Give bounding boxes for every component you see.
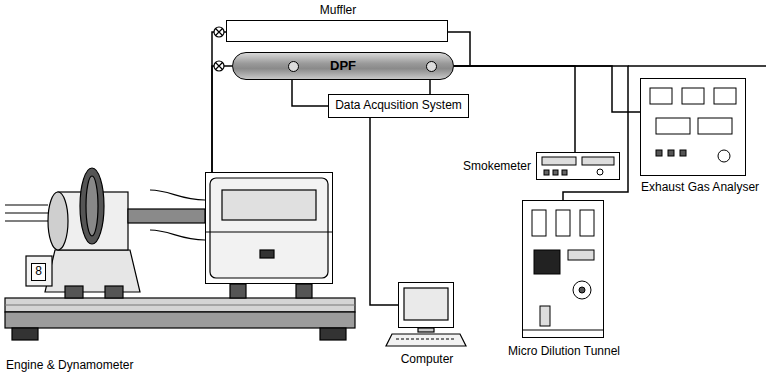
- pipe-connector: [454, 66, 628, 200]
- gas-analyser: Exhaust Gas Analyser: [640, 78, 746, 176]
- device-label: Muffler: [320, 4, 356, 18]
- daq-box: Data Acqusition System: [328, 94, 469, 118]
- node-label: Data Acqusition System: [335, 99, 462, 113]
- muffler-box: Muffler: [226, 20, 448, 42]
- tail-pipe: [448, 32, 766, 66]
- dpf-cylinder: DPF: [232, 52, 454, 80]
- display-digit: 8: [31, 263, 46, 281]
- smokemeter: Smokemeter: [536, 152, 620, 180]
- computer-monitor: Computer: [398, 282, 454, 328]
- valve-symbol: [214, 27, 224, 37]
- pipe-connector: [454, 66, 575, 152]
- pipe-connector: [454, 66, 640, 112]
- device-label: Smokemeter: [463, 160, 531, 174]
- engine: [150, 178, 333, 298]
- analyser-panel: [650, 88, 736, 162]
- pressure-sensor: [426, 61, 437, 72]
- device-label: Exhaust Gas Analyser: [641, 181, 759, 195]
- dynamometer: [5, 168, 205, 298]
- valve-symbol: [214, 61, 224, 71]
- test-bed: [5, 298, 355, 340]
- device-label: Engine & Dynamometer: [6, 359, 133, 373]
- engine-block: Engine & Dynamometer: [205, 172, 333, 284]
- pipe-connector: [370, 118, 398, 305]
- pressure-sensor: [288, 61, 299, 72]
- device-label: Computer: [401, 353, 454, 367]
- node-label: DPF: [330, 59, 356, 74]
- pipe-connector: [212, 66, 232, 172]
- pipe-connector: [429, 80, 431, 94]
- device-label: Micro Dilution Tunnel: [508, 345, 620, 359]
- pipe-connector: [212, 32, 226, 172]
- dilution-tunnel: Micro Dilution Tunnel: [522, 200, 604, 338]
- smokemeter-panel: [542, 157, 614, 175]
- tunnel-panel: [522, 210, 604, 330]
- pipe-connector: [292, 80, 328, 106]
